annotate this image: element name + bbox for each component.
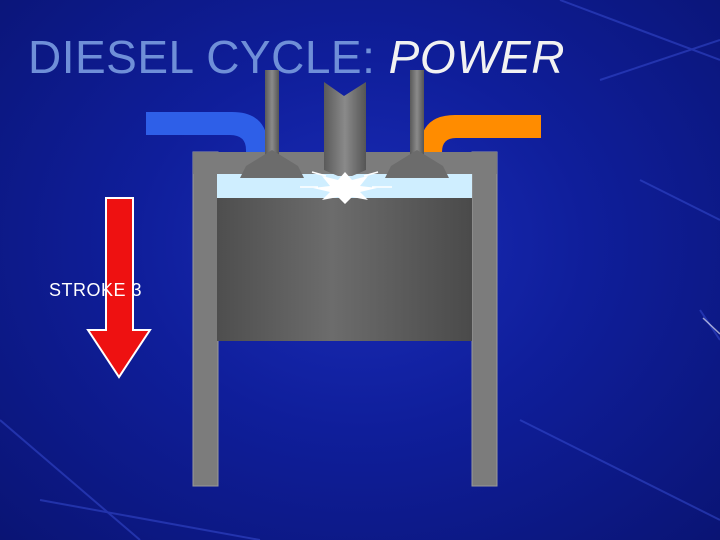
- stroke-label: STROKE 3: [49, 280, 143, 300]
- down-arrow-icon: [86, 197, 152, 379]
- cylinder-wall-right: [471, 151, 498, 487]
- title-accent: POWER: [388, 31, 565, 83]
- fuel-injector: [324, 82, 366, 176]
- exhaust-valve: [385, 70, 449, 178]
- page-title: DIESEL CYCLE: POWER: [28, 34, 565, 80]
- burst-icon: [300, 171, 392, 204]
- title-main: DIESEL CYCLE:: [28, 31, 389, 83]
- exhaust-port: [420, 115, 541, 160]
- cylinder-wall-left: [192, 151, 219, 487]
- intake-port: [146, 112, 268, 160]
- piston: [217, 198, 472, 341]
- intake-valve: [240, 70, 304, 178]
